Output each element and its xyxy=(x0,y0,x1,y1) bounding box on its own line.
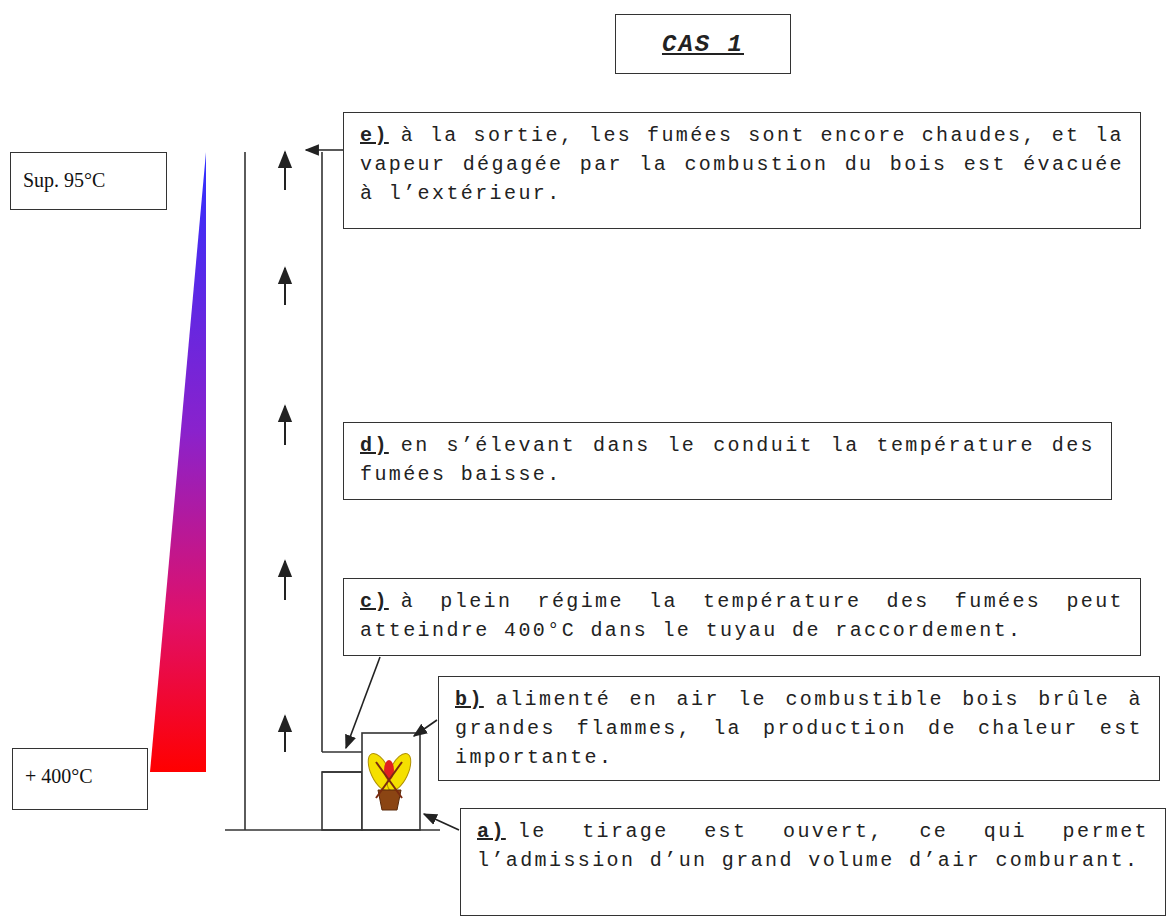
callout-letter: a) xyxy=(477,820,506,843)
callout-letter: d) xyxy=(360,434,389,457)
case-title: CAS 1 xyxy=(615,14,791,74)
callout-box: c)à plein régime la température des fumé… xyxy=(343,578,1141,656)
callout-box: a)le tirage est ouvert, ce qui permet l’… xyxy=(460,808,1166,916)
callout-body: à la sortie, les fumées sont encore chau… xyxy=(360,124,1124,205)
callout-body: à plein régime la température des fumées… xyxy=(360,590,1124,642)
callout-body: en s’élevant dans le conduit la températ… xyxy=(360,434,1095,486)
smoke-flow-arrows xyxy=(284,152,286,752)
callout-text: a)le tirage est ouvert, ce qui permet l’… xyxy=(477,817,1149,875)
temperature-label: Sup. 95°C xyxy=(10,152,167,210)
callout-text: b)alimenté en air le combustible bois br… xyxy=(455,685,1143,772)
callout-box: d)en s’élevant dans le conduit la tempér… xyxy=(343,422,1112,500)
callout-text: c)à plein régime la température des fumé… xyxy=(360,587,1124,645)
callout-letter: b) xyxy=(455,688,484,711)
callout-body: alimenté en air le combustible bois brûl… xyxy=(455,688,1143,769)
callout-text: d)en s’élevant dans le conduit la tempér… xyxy=(360,431,1095,489)
temperature-value: + 400°C xyxy=(25,765,93,787)
callout-box: b)alimenté en air le combustible bois br… xyxy=(438,676,1160,781)
temperature-gradient xyxy=(150,152,206,772)
temperature-label: + 400°C xyxy=(12,748,148,810)
callout-text: e)à la sortie, les fumées sont encore ch… xyxy=(360,121,1124,208)
temperature-value: Sup. 95°C xyxy=(23,169,105,191)
callout-letter: e) xyxy=(360,124,389,147)
fire-symbol xyxy=(363,750,415,810)
callout-box: e)à la sortie, les fumées sont encore ch… xyxy=(343,112,1141,229)
callout-letter: c) xyxy=(360,590,389,613)
callout-body: le tirage est ouvert, ce qui permet l’ad… xyxy=(477,820,1149,872)
